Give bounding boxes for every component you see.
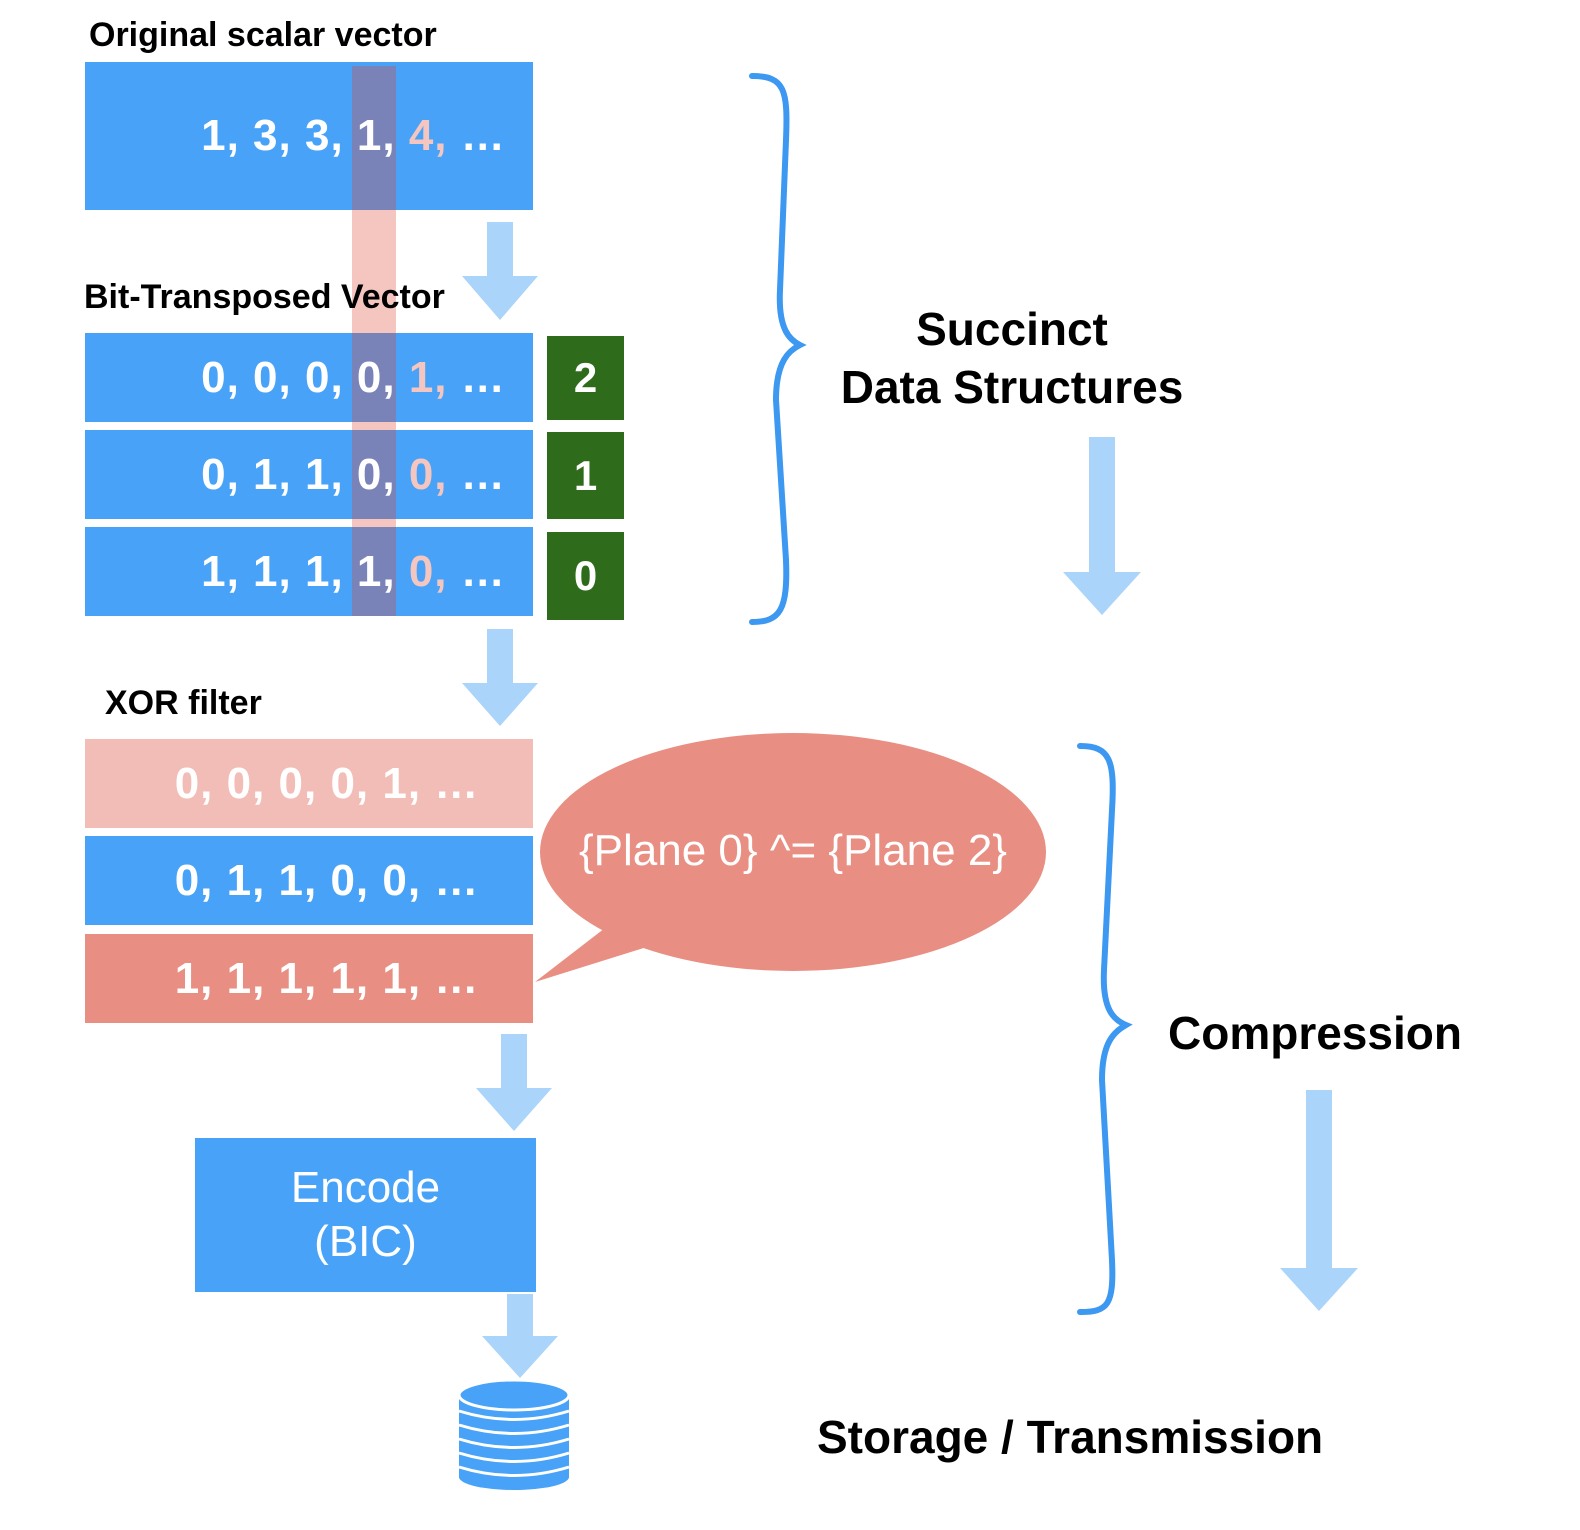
speech-bubble <box>535 733 1046 982</box>
down-arrow-icon <box>462 222 538 320</box>
transposed-row-0-bar <box>85 527 533 616</box>
xor-row-faded-bar <box>85 739 533 828</box>
highlight-column-dark-3 <box>352 430 396 519</box>
down-arrow-icon <box>476 1034 552 1131</box>
row-prefix: 1, 1, 1, 1, <box>201 546 409 596</box>
xor-row-faded: 0, 0, 0, 0, 1, … <box>85 739 533 828</box>
highlight-column-dark-4 <box>352 527 396 616</box>
transposed-label: Bit-Transposed Vector <box>84 278 445 316</box>
row-prefix: 0, 0, 0, 0, <box>201 352 409 402</box>
stage-succinct-line2: Data Structures <box>840 361 1184 413</box>
brace-succinct <box>749 73 807 625</box>
highlight-column-light-gap2 <box>352 519 396 527</box>
xor-row-normal-bar <box>85 836 533 925</box>
plane-badge-0 <box>547 532 624 620</box>
original-values: 1, 3, 3, 1, 4, … <box>85 62 533 210</box>
row-highlight: 1, <box>408 352 448 402</box>
xor-row-changed: 1, 1, 1, 1, 1, … <box>85 934 533 1023</box>
highlight-column-light-gap <box>352 422 396 430</box>
original-label: Original scalar vector <box>89 16 437 54</box>
original-bar <box>85 62 533 210</box>
row-suffix: … <box>447 546 506 596</box>
transposed-row-1-bar <box>85 430 533 519</box>
stage-succinct-line1: Succinct <box>916 303 1108 355</box>
row-suffix: … <box>447 449 506 499</box>
down-arrow-icon <box>482 1294 558 1378</box>
highlight-column-light <box>352 210 396 333</box>
row-suffix: … <box>447 352 506 402</box>
down-arrow-icon <box>462 629 538 726</box>
database-icon <box>457 1378 571 1490</box>
xor-label: XOR filter <box>105 684 262 722</box>
plane-badge-1 <box>547 432 624 519</box>
encode-line2: (BIC) <box>314 1217 417 1266</box>
transposed-row-1: 0, 1, 1, 0, 0, … <box>85 430 533 519</box>
xor-row-normal: 0, 1, 1, 0, 0, … <box>85 836 533 925</box>
encode-line1: Encode <box>290 1163 441 1212</box>
xor-row-text: 0, 0, 0, 0, 1, … <box>174 758 480 808</box>
encode-box: Encode (BIC) <box>195 1138 536 1292</box>
highlight-column-dark-2 <box>352 333 396 422</box>
transposed-row-2: 0, 0, 0, 0, 1, … <box>85 333 533 422</box>
plane-number-1: 1 <box>573 451 598 499</box>
plane-number-2: 2 <box>573 354 598 401</box>
brace-compression <box>1077 743 1133 1315</box>
original-prefix: 1, 3, 3, 1, <box>201 111 409 160</box>
transposed-row-2-bar <box>85 333 533 422</box>
original-highlight: 4, <box>408 111 448 160</box>
bubble-text: {Plane 0} ^= {Plane 2} <box>578 826 1008 875</box>
stage-storage: Storage / Transmission <box>817 1411 1324 1463</box>
stage-compression: Compression <box>1168 1007 1462 1059</box>
plane-badge-2 <box>547 336 624 420</box>
down-arrow-icon <box>1280 1090 1358 1311</box>
xor-row-text: 1, 1, 1, 1, 1, … <box>174 953 480 1003</box>
encode-box-bg <box>195 1138 536 1292</box>
plane-number-0: 0 <box>573 552 598 599</box>
row-highlight: 0, <box>408 546 448 596</box>
xor-row-text: 0, 1, 1, 0, 0, … <box>174 855 480 905</box>
row-prefix: 0, 1, 1, 0, <box>201 449 409 499</box>
down-arrow-icon <box>1063 437 1141 615</box>
transposed-row-0: 1, 1, 1, 1, 0, … <box>85 527 533 616</box>
row-highlight: 0, <box>408 449 448 499</box>
original-suffix: … <box>447 111 506 160</box>
highlight-column-dark-1 <box>352 66 396 210</box>
xor-row-changed-bar <box>85 934 533 1023</box>
